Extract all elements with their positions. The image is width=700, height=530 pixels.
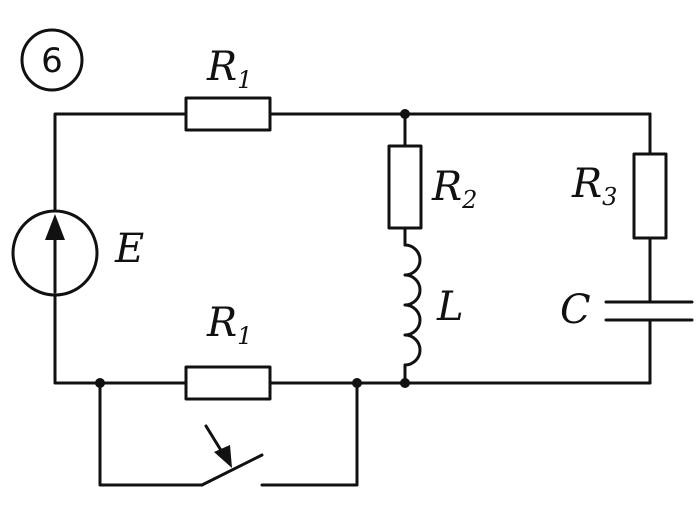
junction-bottom-switch	[352, 378, 362, 388]
resistor-r1-bottom: R1	[184, 300, 272, 401]
inductor-coil	[403, 243, 422, 367]
switch	[200, 424, 264, 487]
source-label: E	[114, 226, 144, 272]
diagram-number: 6	[41, 41, 63, 81]
r2-body	[387, 144, 423, 230]
wires	[53, 112, 652, 487]
capacitor-label: C	[560, 287, 591, 333]
r3-label: R3	[571, 161, 617, 211]
badge-circle	[20, 28, 84, 92]
r1-top-label: R1	[206, 44, 252, 94]
wire-switch-left	[98, 381, 204, 487]
inductor-label: L	[436, 284, 464, 330]
junctions	[95, 109, 410, 388]
resistor-r3: R3	[571, 152, 668, 240]
r3-body	[632, 152, 668, 240]
source-circle	[11, 209, 99, 297]
switch-arrow-shaft	[204, 424, 224, 454]
capacitor: C	[560, 287, 694, 333]
inductor: L	[403, 243, 464, 367]
junction-bottom-mid	[400, 378, 410, 388]
switch-blade	[200, 453, 264, 487]
r1-top-body	[184, 96, 272, 132]
source-arrow-head-icon	[45, 214, 65, 240]
wire-left-top	[53, 112, 188, 212]
resistor-r1-top: R1	[184, 44, 272, 132]
r1-bottom-body	[184, 365, 272, 401]
switch-arrow-icon	[214, 445, 232, 468]
diagram-number-badge: 6	[20, 28, 84, 92]
voltage-source: E	[11, 209, 144, 297]
junction-bottom-left	[95, 378, 105, 388]
resistor-r2: R2	[387, 144, 477, 230]
r1-bottom-label: R1	[206, 300, 252, 350]
junction-top	[400, 109, 410, 119]
wire-left-bottom	[53, 294, 188, 385]
wire-switch-right	[260, 381, 359, 487]
r2-label: R2	[431, 164, 477, 214]
